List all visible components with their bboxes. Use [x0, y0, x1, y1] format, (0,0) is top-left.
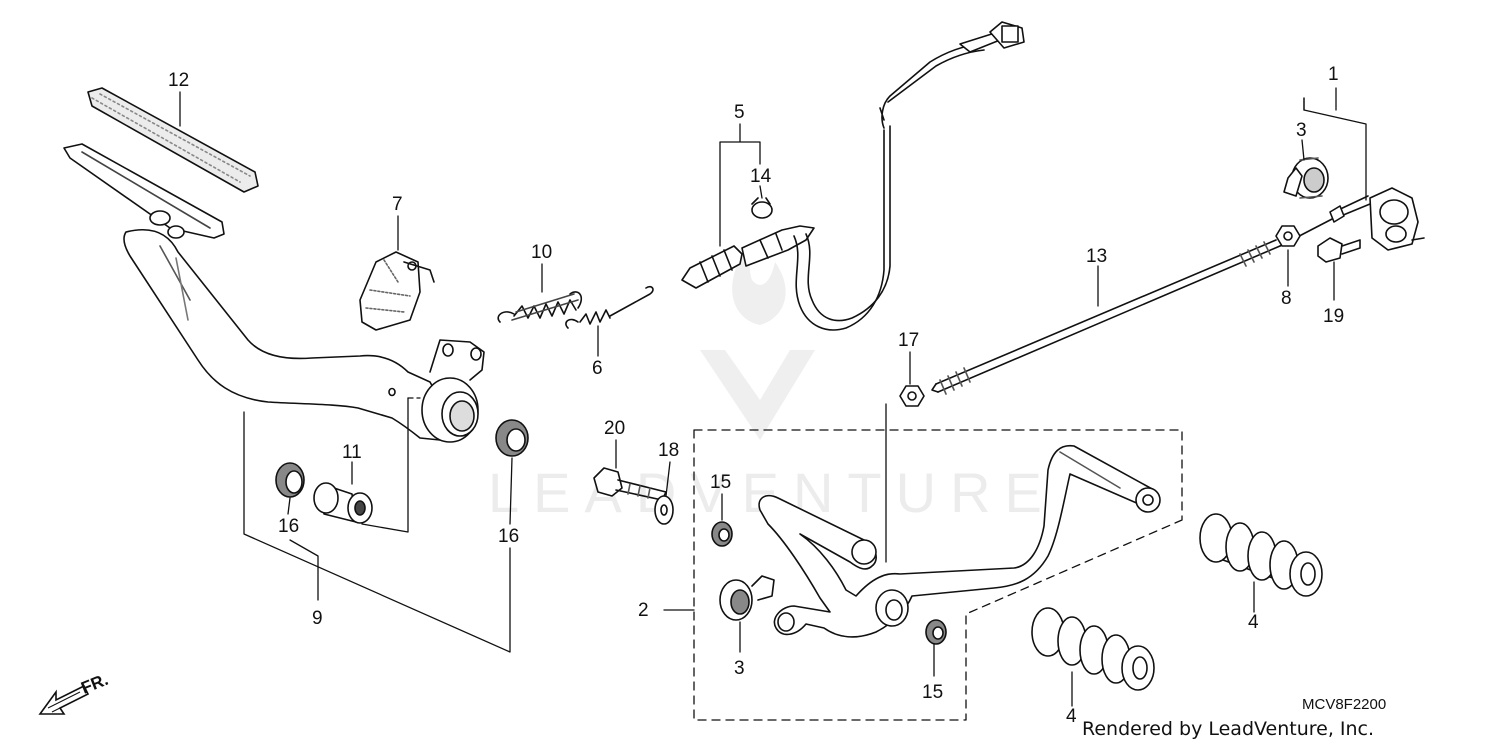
callout-16-left: 16: [278, 516, 299, 537]
callout-18: 18: [658, 440, 679, 461]
part-10-spring: [497, 291, 583, 323]
part-19-bolt: [1317, 237, 1361, 263]
part-3-joint-bottom: [719, 575, 775, 621]
callout-2: 2: [638, 600, 649, 621]
callout-16-right: 16: [498, 526, 519, 547]
callout-9: 9: [312, 608, 323, 629]
callout-8: 8: [1281, 288, 1292, 309]
part-11-collar: [313, 482, 373, 524]
callout-4-right: 4: [1248, 612, 1259, 633]
part-2-gearshift-pedal: [758, 444, 1161, 638]
part-12-pedal-pad-rubber: [87, 87, 259, 193]
part-5-stop-switch: [681, 21, 1025, 331]
part-4-peg-rubber-right: [1199, 513, 1323, 597]
part-1-joint: [1329, 187, 1425, 251]
credit-text: Rendered by LeadVenture, Inc.: [1082, 718, 1375, 740]
callout-13: 13: [1086, 246, 1107, 267]
drawing-code: MCV8F2200: [1302, 696, 1387, 713]
callout-3-top: 3: [1296, 120, 1307, 141]
callout-5: 5: [734, 102, 745, 123]
callout-10: 10: [531, 242, 552, 263]
part-16-seal-left: [275, 462, 305, 498]
callout-3-bottom: 3: [734, 658, 745, 679]
part-8-nut: [1275, 225, 1301, 247]
part-14-clip: [751, 197, 773, 219]
callout-labels: 1 2 3 3 4 4 5 6 7 8 9 10 11 12 13 14 15 …: [168, 64, 1344, 727]
part-7-clip: [359, 251, 435, 331]
part-9-brake-pedal: [63, 143, 485, 443]
part-15-seal-top: [711, 521, 733, 547]
callout-6: 6: [592, 358, 603, 379]
part-6-spring: [565, 285, 654, 329]
leader-lines: [179, 87, 1367, 721]
watermark: LEADVENTURE: [488, 250, 1042, 524]
callout-12: 12: [168, 70, 189, 91]
part-15-seal-bottom: [925, 619, 947, 645]
callout-14: 14: [750, 166, 772, 187]
callout-7: 7: [392, 194, 403, 215]
front-arrow-label: FR.: [78, 670, 111, 698]
part-3-joint-top: [1283, 157, 1329, 199]
callout-4-left: 4: [1066, 706, 1077, 727]
part-17-nut: [899, 385, 925, 407]
callout-15-top: 15: [710, 472, 731, 493]
part-18-washer: [654, 495, 674, 525]
part-4-peg-rubber-left: [1031, 607, 1155, 691]
part-16-seal-right: [495, 419, 529, 457]
callout-17: 17: [898, 330, 919, 351]
callout-15-bottom: 15: [922, 682, 943, 703]
part-13-shift-rod: [931, 217, 1335, 395]
callout-19: 19: [1323, 306, 1344, 327]
callout-1: 1: [1328, 64, 1339, 85]
front-direction-arrow: FR.: [38, 670, 111, 715]
part-20-bolt: [593, 467, 667, 501]
callout-20: 20: [604, 418, 625, 439]
callout-11: 11: [342, 442, 362, 463]
